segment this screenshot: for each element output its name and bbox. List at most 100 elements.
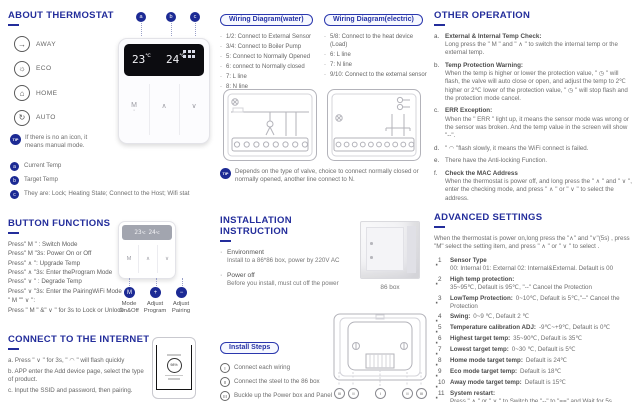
button-functions-section: BUTTON FUNCTIONS Press" M " : Switch Mod…: [8, 218, 212, 316]
legend-text: Current Temp: [24, 162, 62, 170]
diagram-label: II: [402, 388, 413, 399]
installation-items: Environment Install to a 86*86 box, powe…: [220, 249, 352, 288]
operation-item: a. External & Internal Temp Check: Long …: [434, 33, 632, 58]
auto-icon: ↻: [14, 109, 30, 126]
down-button[interactable]: ∨: [164, 256, 170, 262]
install-step: I Connect each wiring: [220, 363, 432, 373]
mode-label: HOME: [36, 89, 58, 97]
mode-label: AUTO: [36, 114, 56, 121]
mode-button[interactable]: M: [126, 256, 132, 262]
item-body: When the temp is higher or lower the pro…: [445, 70, 628, 102]
legend-text: They are: Lock; Heating State; Connect t…: [24, 190, 190, 198]
mini-thermostat-figure: 23℃ 24℃ M ∧ ∨ M + −: [116, 221, 212, 336]
thermostat-device: 23℃ 24℃ M▪ ∧ ∨: [118, 38, 210, 144]
status-icon: [187, 54, 191, 58]
wiring-water: Wiring Diagram(water) 1/2: Connect to Ex…: [220, 8, 320, 95]
mode-home: ⌂ HOME: [14, 85, 212, 101]
up-button[interactable]: ∧: [161, 103, 167, 110]
callout-line: [129, 278, 130, 286]
step-number: I: [220, 363, 230, 373]
setting-item: 8 Home mode target temp:Default is 24℃: [434, 356, 632, 374]
item-body: When the " ERR " light up, it means the …: [445, 115, 629, 140]
target-temp: 24℃: [166, 53, 185, 66]
step-text: Connect each wiring: [234, 363, 291, 371]
box86-cavity: [366, 227, 404, 271]
operation-item: d. " ◠ "flash slowly, it means the WiFi …: [434, 145, 632, 153]
home-icon: ⌂: [14, 85, 30, 101]
thermostat-buttons: M▪ ∧ ∨: [119, 76, 209, 143]
host-icon: [192, 50, 195, 53]
step-text: Buckle up the Power box and Panel: [234, 391, 333, 399]
water-wiring-diagram: [223, 89, 317, 161]
mini-target-temp: 24℃: [148, 229, 160, 236]
connect-steps: a. Press " ∨ " for 3s, " ◠ " will flash …: [8, 357, 148, 395]
title-dash: [434, 24, 445, 26]
wiring-item: 3/4: Connect to Boiler Pump: [220, 44, 320, 52]
button-functions-title: BUTTON FUNCTIONS: [8, 218, 111, 229]
mode-away: → AWAY: [14, 36, 212, 52]
screw-hole: [370, 242, 373, 245]
electric-wiring-diagram: [327, 89, 421, 161]
screw-hole: [370, 256, 373, 259]
mini-screen: 23℃ 24℃: [122, 225, 172, 240]
installation-item: Power off Before you install, must cut o…: [220, 272, 352, 288]
setting-item: 11 System restart:Press " ∧ " or " ∨ " t…: [434, 388, 632, 402]
connect-step: b. APP enter the Add device page, select…: [8, 368, 144, 384]
wiring-tip: TIP Depends on the type of valve, choice…: [220, 168, 424, 185]
wiring-item: 7: N line: [324, 62, 430, 70]
callout-line: [171, 23, 172, 36]
item-head: Check the MAC Address: [445, 170, 518, 178]
tip-icon: TIP: [220, 168, 231, 179]
setting-item: 4 Swing:0~9 ℃, Default 2 ℃: [434, 312, 632, 330]
wiring-electric: Wiring Diagram(electric) 5/8: Connect to…: [324, 8, 430, 82]
wiring-item: 5/8: Connect to the heat device (Load): [324, 34, 430, 49]
step-number: II: [220, 377, 230, 387]
step-number: III: [220, 391, 230, 401]
operation-item: f. Check the MAC Address When the thermo…: [434, 170, 632, 202]
wiring-item: 9/10: Connect to the external sensor: [324, 72, 430, 80]
text-line: [165, 374, 183, 377]
divider: [157, 245, 158, 273]
up-button[interactable]: ∧: [145, 256, 151, 262]
callout-line: [182, 278, 183, 286]
title-dash: [8, 232, 19, 234]
pairing-card: 98%: [157, 345, 191, 389]
bf-line: Press" M " : Switch Mode: [8, 241, 78, 248]
eco-icon: ☼: [14, 60, 30, 77]
step-text: Connect the steel to the 86 box: [234, 377, 320, 385]
item-head: Temp Protection Warning:: [445, 62, 524, 70]
about-section: ABOUT THERMOSTAT → AWAY ☼ ECO ⌂ HOME ↻ A…: [8, 10, 212, 199]
connect-step: a. Press " ∨ " for 3s, " ◠ " will flash …: [8, 357, 125, 364]
callout-c: c: [190, 12, 200, 22]
mode-button[interactable]: M▪: [131, 102, 137, 112]
wiring-item: 7: L line: [220, 74, 320, 82]
divider: [149, 84, 150, 135]
legend-row: c They are: Lock; Heating State; Connect…: [10, 190, 212, 199]
connect-title: CONNECT TO THE INTERNET: [8, 334, 150, 345]
divider: [138, 245, 139, 273]
mode-dot-icon: M: [124, 287, 135, 298]
callout-line: [141, 23, 142, 36]
mini-device: 23℃ 24℃ M ∧ ∨: [118, 221, 176, 279]
bf-line: Press" M "3s: Power On or Off: [8, 250, 92, 258]
install-step: III Buckle up the Power box and Panel: [220, 391, 432, 401]
connect-step: c. Input the SSID and password, then pai…: [8, 387, 133, 395]
item-head: ERR Exception:: [445, 107, 493, 115]
status-icons: [183, 50, 199, 58]
wifi-icon: [183, 54, 186, 58]
down-button[interactable]: ∨: [191, 103, 197, 110]
wiring-water-list: 1/2: Connect to External Sensor 3/4: Con…: [220, 34, 320, 92]
heating-icon: [187, 50, 191, 53]
title-dash: [8, 24, 19, 26]
about-title: ABOUT THERMOSTAT: [8, 10, 114, 21]
wiring-item: 1/2: Connect to External Sensor: [220, 34, 320, 42]
bf-line: Press" ∧ "3s: Enter theProgram Mode: [8, 269, 113, 277]
install-step: II Connect the steel to the 86 box: [220, 377, 432, 387]
wiring-figures: [220, 88, 432, 164]
item-body: When the thermostat is power off, and lo…: [445, 178, 632, 202]
text-line: [168, 378, 180, 380]
